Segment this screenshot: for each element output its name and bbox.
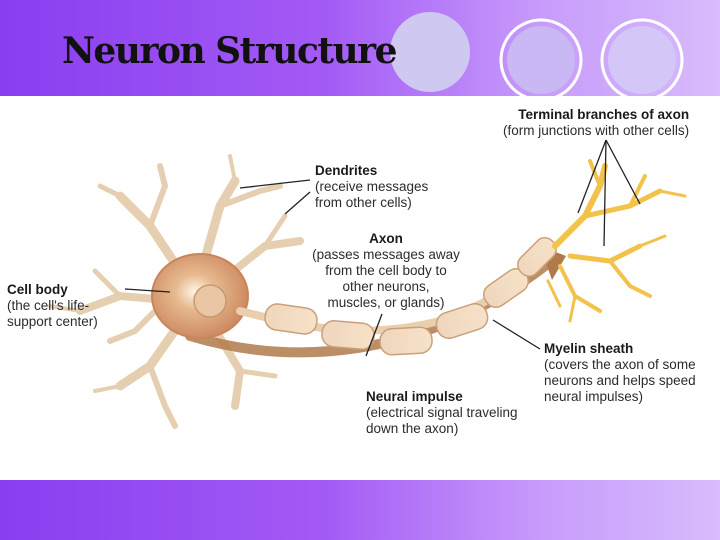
diagram-panel: Terminal branches of axon (form junction… (0, 96, 720, 480)
deco-circle-4 (600, 18, 684, 96)
decorative-circles (390, 12, 684, 96)
label-myelin-sheath: Myelin sheath (covers the axon of some n… (544, 341, 696, 405)
dendrites-desc-2: from other cells) (315, 195, 412, 210)
myelin-sheath (264, 237, 557, 356)
axon-desc-3: other neurons, (342, 279, 430, 294)
deco-circle-3 (507, 26, 575, 94)
cell-body-heading: Cell body (7, 282, 68, 297)
impulse-desc-1: (electrical signal traveling (366, 405, 518, 420)
slide-title: Neuron Structure (62, 30, 398, 72)
impulse-desc-2: down the axon) (366, 421, 459, 436)
axon-heading: Axon (369, 231, 403, 246)
footer-band (0, 480, 720, 540)
title-bar: Neuron Structure (0, 0, 720, 96)
neuron-illustration (48, 139, 687, 429)
myelin-heading: Myelin sheath (544, 341, 634, 356)
label-neural-impulse: Neural impulse (electrical signal travel… (366, 389, 518, 437)
axon-desc-2: from the cell body to (325, 263, 447, 278)
axon-desc-1: (passes messages away (312, 247, 460, 262)
deco-circle-2 (499, 18, 583, 96)
cell-body-desc-1: (the cell's life- (7, 298, 90, 313)
axon-desc-4: muscles, or glands) (327, 295, 445, 310)
leader-lines (124, 139, 641, 357)
terminal-branches (546, 159, 687, 323)
myelin-desc-1: (covers the axon of some (544, 357, 696, 372)
deco-circle-5 (608, 26, 676, 94)
label-dendrites: Dendrites (receive messages from other c… (315, 163, 428, 211)
deco-circle-1 (390, 12, 470, 92)
label-terminal-branches: Terminal branches of axon (form junction… (503, 107, 689, 139)
label-cell-body: Cell body (the cell's life- support cent… (7, 282, 98, 330)
terminal-desc-1: (form junctions with other cells) (503, 123, 690, 138)
impulse-heading: Neural impulse (366, 389, 463, 404)
nucleus (193, 284, 227, 318)
dendrites-desc-1: (receive messages (315, 179, 429, 194)
label-axon: Axon (passes messages away from the cell… (306, 231, 466, 311)
terminal-heading: Terminal branches of axon (518, 107, 690, 122)
dendrites-heading: Dendrites (315, 163, 378, 178)
myelin-desc-3: neural impulses) (544, 389, 644, 404)
dendrites (48, 154, 304, 429)
cell-body-desc-2: support center) (7, 314, 98, 329)
myelin-desc-2: neurons and helps speed (544, 373, 696, 388)
